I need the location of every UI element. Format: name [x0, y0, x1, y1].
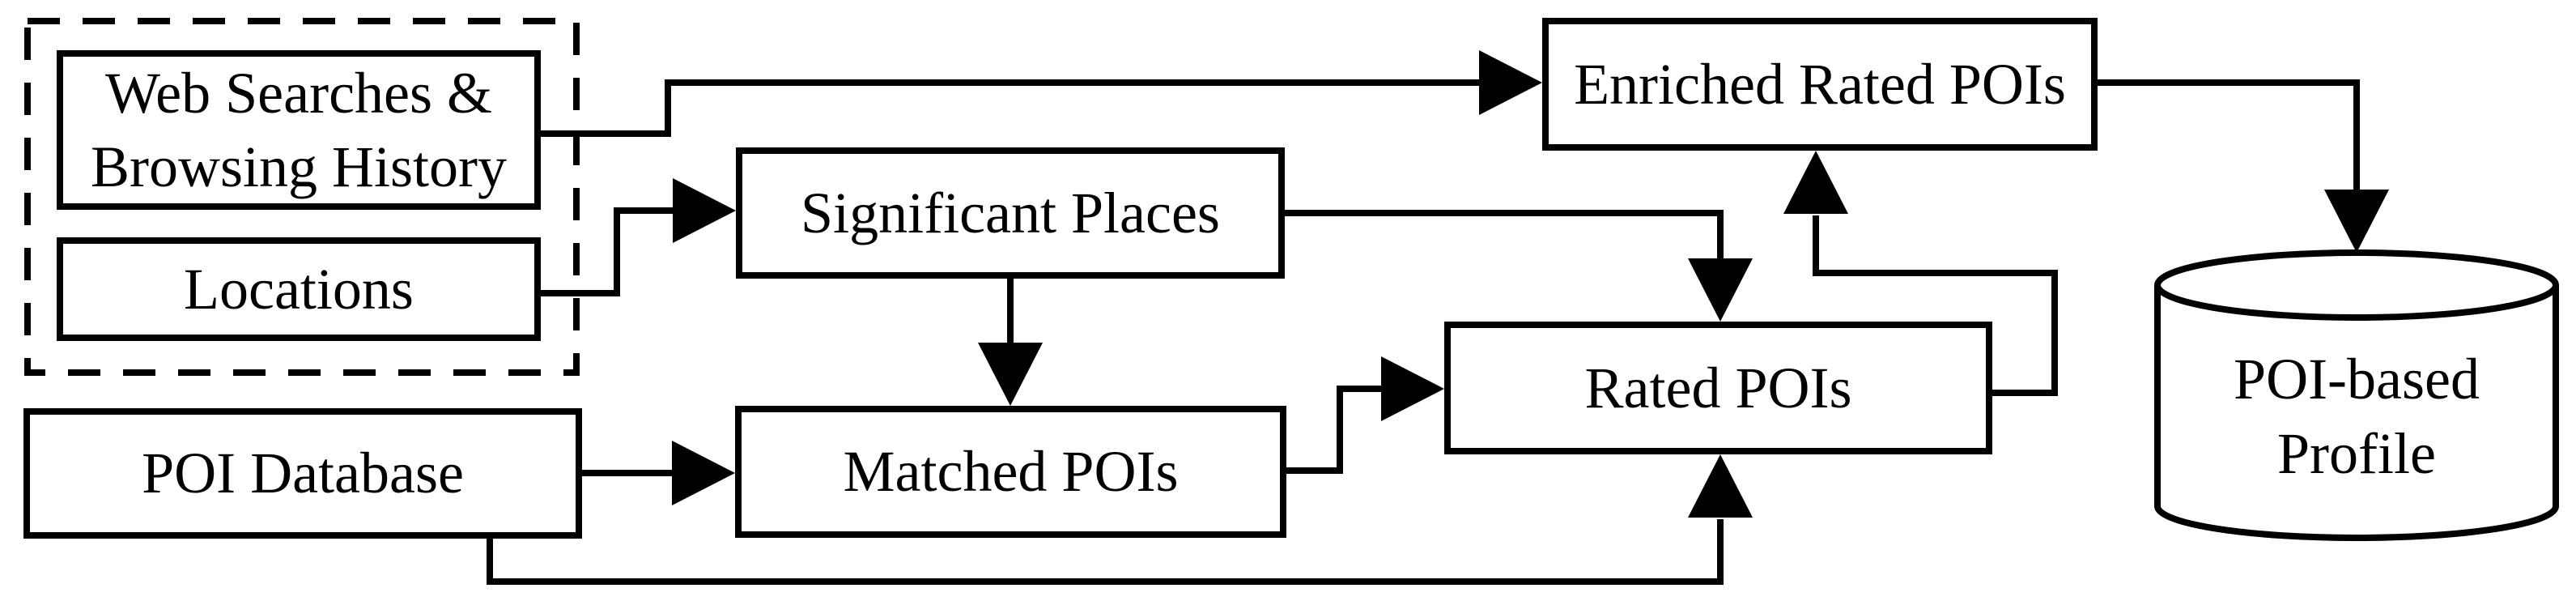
edge-web-searches-to-enriched-rated-pois	[541, 79, 1481, 137]
node-rated-pois: Rated POIs	[1444, 322, 1992, 454]
edge-enriched-rated-pois-to-poi-based-profile	[2098, 79, 2360, 191]
node-poi-database: POI Database	[23, 408, 582, 539]
cylinder-top-ellipse	[2154, 249, 2559, 321]
arrowhead-into-enriched-rated-pois-left	[1479, 50, 1542, 115]
arrowhead-into-significant-places-left	[673, 178, 736, 243]
node-significant-places: Significant Places	[736, 147, 1285, 279]
arrowhead-into-matched-pois-top	[978, 343, 1043, 406]
arrowhead-into-poi-based-profile-top	[2324, 190, 2389, 253]
arrowhead-into-rated-pois-left	[1381, 356, 1444, 421]
edge-locations-to-significant-places	[541, 207, 674, 296]
arrowhead-into-enriched-rated-pois-bottom	[1783, 151, 1848, 214]
node-matched-pois: Matched POIs	[735, 406, 1286, 538]
node-locations: Locations	[57, 237, 541, 341]
node-poi-based-profile-label: POI-based Profile	[2234, 346, 2480, 486]
node-enriched-rated-pois: Enriched Rated POIs	[1542, 18, 2098, 151]
arrowhead-into-matched-pois-left	[672, 441, 735, 505]
poi-based-profile-cylinder	[2154, 249, 2559, 541]
edge-rated-pois-to-enriched-rated-pois	[1813, 215, 2058, 396]
edge-matched-pois-to-rated-pois	[1286, 386, 1383, 474]
cylinder-body	[2154, 285, 2559, 541]
dashed-group-outline	[24, 18, 580, 376]
arrowhead-into-rated-pois-top	[1688, 258, 1753, 322]
arrowhead-into-rated-pois-bottom	[1688, 454, 1753, 518]
edge-significant-places-to-rated-pois	[1285, 210, 1724, 260]
edge-poi-database-to-rated-pois	[487, 519, 1724, 585]
node-web-searches: Web Searches & Browsing History	[57, 50, 541, 210]
